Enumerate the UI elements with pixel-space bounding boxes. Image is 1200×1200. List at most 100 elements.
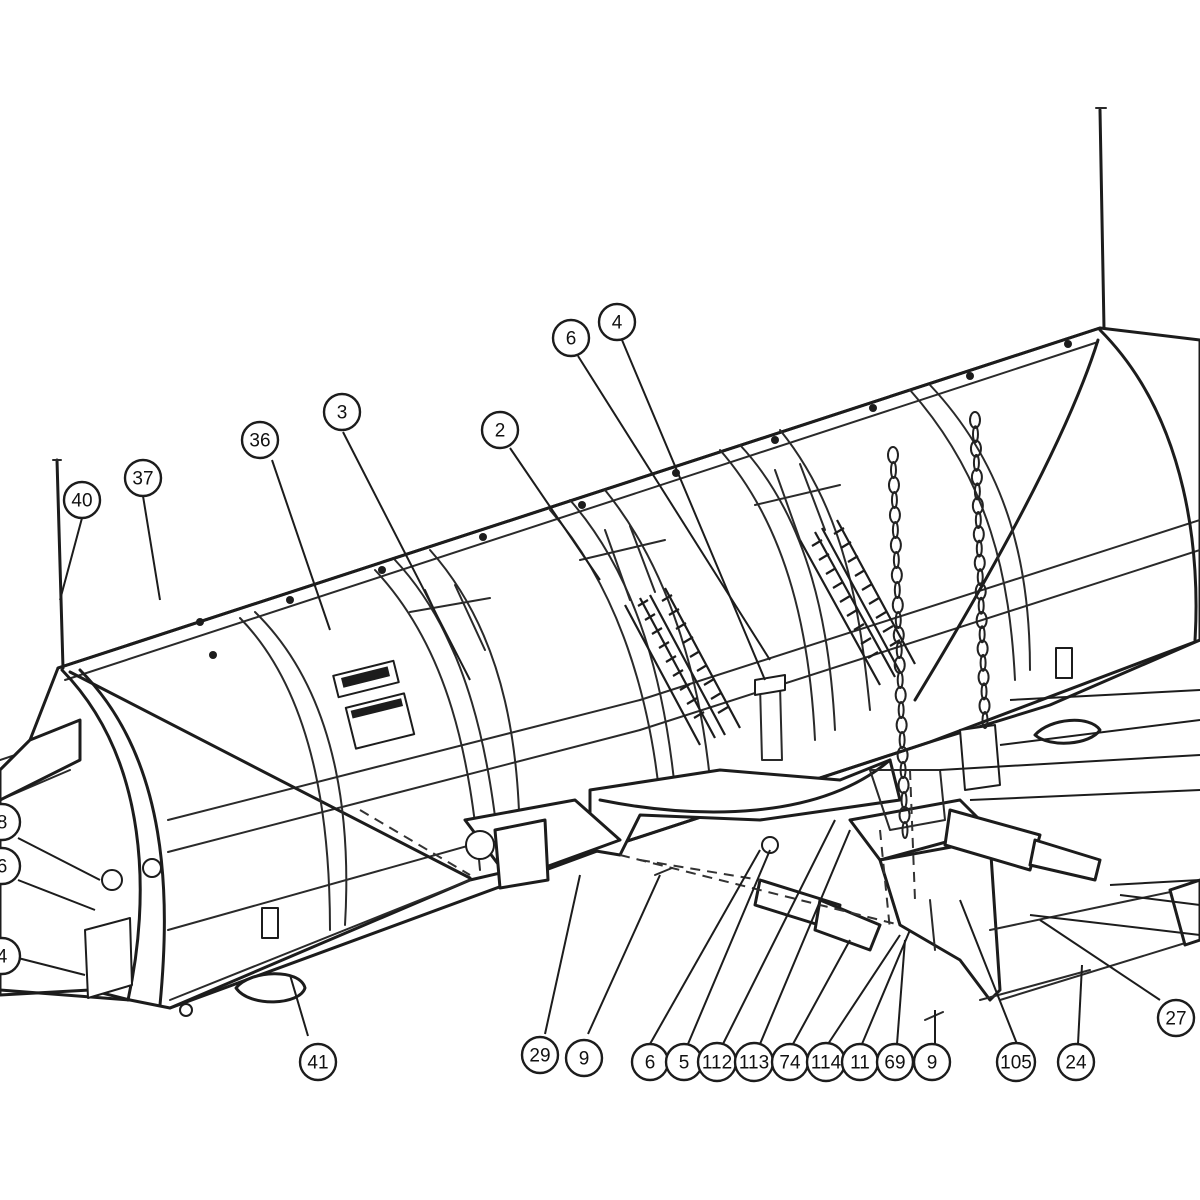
callout-c3: 3	[322, 392, 362, 432]
callout-number: 11	[850, 1053, 870, 1074]
callout-number: 3	[337, 403, 348, 424]
callout-circle	[551, 318, 591, 358]
chain-link	[977, 668, 990, 687]
callout-circle	[322, 392, 362, 432]
callout-number: 41	[307, 1053, 328, 1074]
chain-link	[974, 511, 982, 529]
callout-c5: 5	[664, 1042, 704, 1082]
callout-number: 24	[1065, 1053, 1087, 1074]
chain-link	[971, 496, 984, 515]
callout-number: 27	[1165, 1009, 1186, 1030]
chain-link	[976, 568, 984, 587]
lift-chains	[887, 411, 991, 839]
chain-link	[980, 682, 988, 701]
callout-c8: 8	[0, 802, 22, 842]
callout-circle	[0, 846, 22, 886]
callout-number: 105	[1000, 1053, 1032, 1074]
callout-number: 113	[739, 1053, 769, 1074]
callout-c74: 74	[770, 1042, 810, 1082]
callout-number: 9	[579, 1049, 590, 1070]
callout-circle	[1056, 1042, 1096, 1082]
callout-circle	[298, 1042, 338, 1082]
callout-c24: 24	[1056, 1042, 1096, 1082]
callout-number: 69	[884, 1053, 905, 1074]
callout-circle	[597, 302, 637, 342]
callout-number: 4	[612, 313, 623, 334]
part-callouts: 40 37 36 3 2 6 4 8 6 4 41 29 9 6 5 112 113 74 114 11 69 9 105 2…	[0, 302, 1196, 1083]
callout-number: 4	[0, 947, 8, 968]
callout-c34: 4	[0, 936, 22, 976]
chain-link	[969, 411, 981, 429]
callout-number: 37	[132, 469, 153, 490]
callout-c41: 41	[298, 1042, 338, 1082]
chain-link	[978, 625, 986, 644]
callout-number: 29	[529, 1046, 550, 1067]
callout-c114: 114	[805, 1041, 847, 1083]
callout-c9b: 9	[912, 1042, 952, 1082]
callout-c105: 105	[995, 1041, 1037, 1083]
callout-number: 112	[702, 1053, 732, 1074]
callout-c2: 2	[480, 410, 520, 450]
callout-circle	[564, 1038, 604, 1078]
callout-number: 74	[779, 1053, 801, 1074]
callout-c11: 11	[840, 1042, 880, 1082]
callout-circle	[123, 458, 163, 498]
chain-link	[975, 539, 983, 558]
callout-circle	[995, 1041, 1037, 1083]
callout-c113: 113	[733, 1041, 775, 1083]
callout-circle	[1156, 998, 1196, 1038]
callout-circle	[520, 1035, 560, 1075]
chain-link	[970, 468, 983, 487]
callout-circle	[240, 420, 280, 460]
callout-circle	[62, 480, 102, 520]
callout-c112: 112	[696, 1041, 738, 1083]
chain-link	[974, 582, 987, 601]
callout-c6a: 6	[551, 318, 591, 358]
callout-circle	[912, 1042, 952, 1082]
chain-link	[981, 711, 989, 729]
chain-link	[973, 553, 986, 572]
callout-c27: 27	[1156, 998, 1196, 1038]
callout-c6b: 6	[630, 1042, 670, 1082]
callout-number: 2	[495, 421, 506, 442]
chain-link	[979, 653, 987, 672]
callout-circle	[480, 410, 520, 450]
chain-link	[897, 776, 910, 794]
chain-link	[976, 639, 989, 658]
callout-number: 36	[249, 431, 270, 452]
callout-circle	[0, 802, 22, 842]
callout-number: 114	[811, 1053, 842, 1074]
callout-number: 40	[71, 491, 92, 512]
callout-number: 6	[566, 329, 577, 350]
leader-lines	[17, 339, 1200, 1045]
callout-c69: 69	[875, 1042, 915, 1082]
callout-c9a: 9	[564, 1038, 604, 1078]
callout-c4: 4	[597, 302, 637, 342]
chain-link	[900, 791, 908, 809]
chain-link	[972, 453, 980, 472]
chain-link	[978, 696, 991, 715]
callout-number: 8	[0, 813, 7, 834]
callout-number: 6	[0, 857, 7, 878]
callout-c16: 6	[0, 846, 22, 886]
callout-circle	[0, 936, 22, 976]
callout-c40: 40	[62, 480, 102, 520]
a-frame-and-mount	[359, 674, 1200, 1021]
callout-c36: 36	[240, 420, 280, 460]
plow-blade	[0, 107, 1200, 1017]
chain-link	[969, 439, 982, 458]
chain-link	[901, 821, 909, 839]
chain-link	[971, 425, 979, 444]
chain-link	[972, 525, 985, 544]
chain-link	[973, 482, 981, 501]
callout-number: 6	[645, 1053, 656, 1074]
trip-springs	[409, 463, 916, 746]
chain-link	[975, 611, 988, 629]
warning-decal	[332, 659, 416, 750]
callout-number: 9	[927, 1053, 938, 1074]
callout-number: 5	[679, 1053, 690, 1074]
callout-c29: 29	[520, 1035, 560, 1075]
callout-c37: 37	[123, 458, 163, 498]
chain-link	[977, 596, 985, 615]
